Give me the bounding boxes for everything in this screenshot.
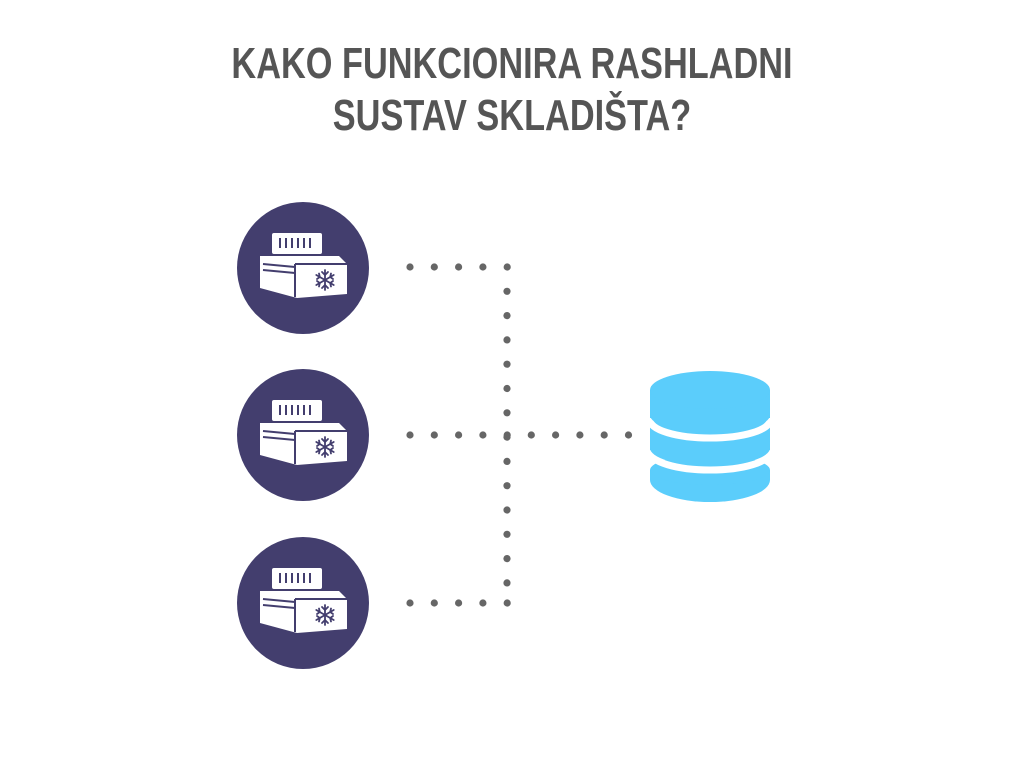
connector-dot xyxy=(406,431,414,439)
title-line-2: SUSTAV SKLADIŠTA? xyxy=(332,91,692,140)
dotted-connectors xyxy=(406,263,633,607)
connector-dot xyxy=(576,431,584,439)
connector-dot xyxy=(430,599,438,607)
connector-dot xyxy=(503,599,511,607)
connector-dot xyxy=(503,530,511,538)
connector-dot xyxy=(503,433,511,441)
connector-dot xyxy=(479,431,487,439)
connector-dot xyxy=(503,506,511,514)
connector-dot xyxy=(479,263,487,271)
connector-dot xyxy=(624,431,633,439)
connector-dot xyxy=(479,599,487,607)
connector-dot xyxy=(600,431,608,439)
connector-dot xyxy=(455,599,463,607)
connector-dot xyxy=(503,312,511,320)
connector-dot xyxy=(406,263,414,271)
connector-dot xyxy=(503,263,511,271)
connector-dot xyxy=(430,431,438,439)
connector-dot xyxy=(503,579,511,587)
connector-dot xyxy=(503,287,511,295)
database-icon xyxy=(646,371,774,502)
connector-dot xyxy=(455,431,463,439)
title-line-1: KAKO FUNKCIONIRA RASHLADNI xyxy=(231,39,793,88)
connector-dot xyxy=(503,360,511,368)
connector-dot xyxy=(503,409,511,417)
connector-dot xyxy=(430,263,438,271)
page-title: KAKO FUNKCIONIRA RASHLADNI SUSTAV SKLADI… xyxy=(113,38,912,142)
connector-dot xyxy=(503,555,511,563)
refrigeration-unit-3 xyxy=(237,537,369,669)
connector-dot xyxy=(527,431,535,439)
connector-dot xyxy=(503,457,511,465)
connector-dot xyxy=(455,263,463,271)
connector-dot xyxy=(406,599,414,607)
refrigeration-unit-1 xyxy=(237,202,369,334)
connector-dot xyxy=(552,431,560,439)
connector-dot xyxy=(503,336,511,344)
connector-dot xyxy=(503,384,511,393)
connector-dot xyxy=(503,482,511,490)
refrigeration-unit-2 xyxy=(237,369,369,501)
